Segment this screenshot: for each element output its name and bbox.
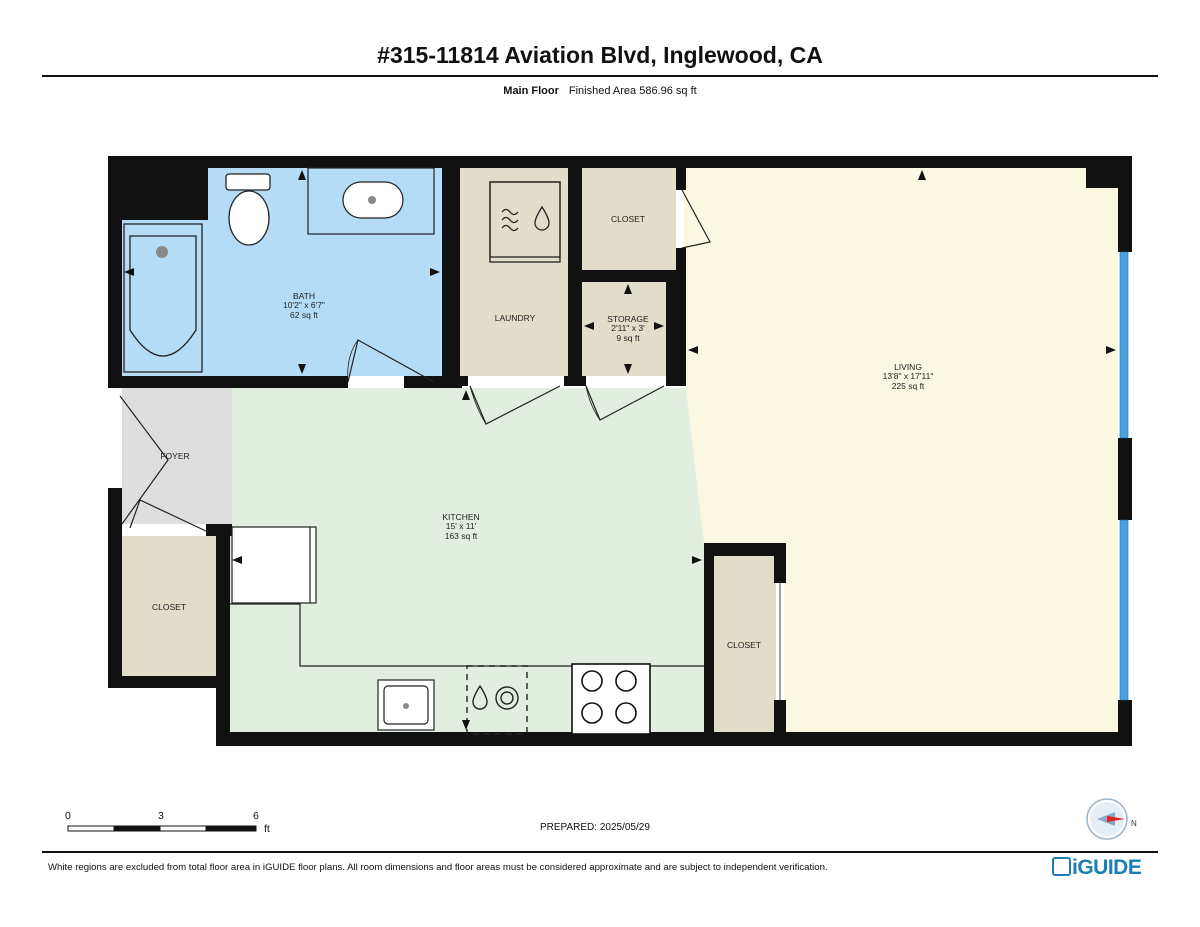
disclaimer: White regions are excluded from total fl… bbox=[48, 862, 828, 873]
closet-top-name: CLOSET bbox=[611, 214, 645, 224]
windows bbox=[1119, 251, 1129, 701]
living-area: 225 sq ft bbox=[892, 381, 925, 391]
living-fill bbox=[686, 168, 1118, 744]
closet-left-name: CLOSET bbox=[152, 602, 186, 612]
compass-icon: N bbox=[1086, 798, 1137, 840]
washer-dryer-icon bbox=[489, 181, 561, 263]
storage-dims: 2'11" x 3' bbox=[611, 323, 645, 333]
kitchen-sink-drain-icon bbox=[403, 703, 409, 709]
closet-top-fill bbox=[582, 168, 676, 270]
living-name: LIVING bbox=[894, 362, 922, 372]
sink-drain-icon bbox=[368, 196, 376, 204]
closet-left-fill bbox=[122, 536, 216, 676]
prepared-date: PREPARED: 2025/05/29 bbox=[540, 822, 650, 833]
iguide-logo-text: iGUIDE bbox=[1072, 856, 1142, 879]
bath-dims: 10'2" x 6'7" bbox=[283, 300, 325, 310]
kitchen-dims: 15' x 11' bbox=[446, 521, 477, 531]
fridge-fixture bbox=[231, 526, 317, 604]
scale-label-3: 3 bbox=[158, 810, 164, 822]
floor-label: Main Floor bbox=[503, 85, 559, 97]
walls bbox=[108, 156, 1132, 746]
finished-area: Finished Area 586.96 sq ft bbox=[568, 85, 697, 97]
kitchen-area: 163 sq ft bbox=[445, 531, 478, 541]
storage-area: 9 sq ft bbox=[616, 333, 640, 343]
scale-bar bbox=[67, 825, 257, 832]
kitchen-fill bbox=[230, 388, 704, 732]
living-dims: 13'8" x 17'11" bbox=[883, 371, 934, 381]
compass-north: N bbox=[1131, 819, 1137, 828]
storage-name: STORAGE bbox=[607, 314, 649, 324]
kitchen-name: KITCHEN bbox=[442, 512, 479, 522]
scale-label-6: 6 bbox=[253, 810, 259, 822]
foyer-name: FOYER bbox=[160, 451, 189, 461]
laundry-fill bbox=[460, 168, 570, 376]
plan-title: #315-11814 Aviation Blvd, Inglewood, CA bbox=[377, 42, 823, 68]
plan-subtitle: Main Floor Finished Area 586.96 sq ft bbox=[0, 85, 1200, 97]
iguide-logo: iGUIDE bbox=[1052, 856, 1142, 880]
title-rule bbox=[42, 75, 1158, 77]
iguide-logo-icon bbox=[1052, 857, 1071, 876]
bath-area: 62 sq ft bbox=[290, 310, 319, 320]
laundry-name: LAUNDRY bbox=[495, 313, 536, 323]
stove-fixture bbox=[571, 663, 651, 735]
closet-right-name: CLOSET bbox=[727, 640, 761, 650]
toilet-fixture bbox=[225, 173, 271, 246]
footer-rule bbox=[42, 851, 1158, 853]
storage-fill bbox=[582, 282, 666, 376]
foyer-fill bbox=[122, 388, 232, 524]
doors bbox=[119, 189, 711, 533]
scale-label-0: 0 bbox=[65, 810, 71, 822]
dimension-arrows bbox=[124, 170, 1116, 742]
bath-name: BATH bbox=[293, 291, 315, 301]
tub-drain-icon bbox=[156, 246, 168, 258]
scale-unit: ft bbox=[264, 823, 270, 835]
closet-right-fill bbox=[714, 556, 776, 732]
dishwasher-fixture bbox=[466, 665, 528, 735]
